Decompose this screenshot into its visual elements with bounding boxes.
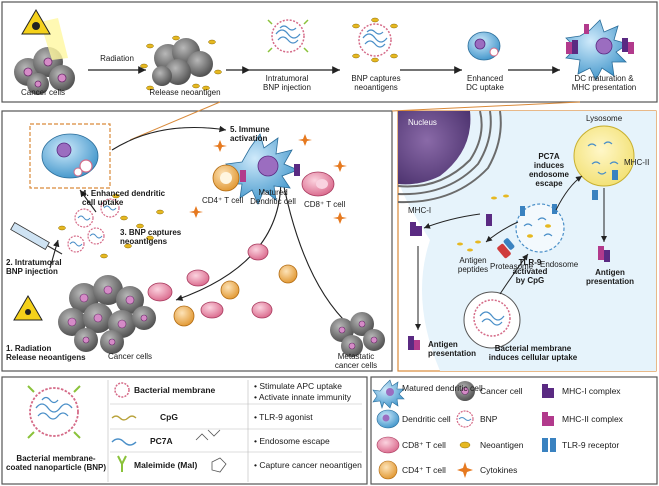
legend-neoantigen-label: Neoantigen xyxy=(480,440,524,450)
legend-note-capture-neoantigen: • Capture cancer neoantigen xyxy=(254,460,362,470)
label-enhanced-uptake: 4. Enhanced dendritic cell uptake xyxy=(82,189,166,207)
pc7a-structure-icon xyxy=(195,429,221,441)
legend-cd4-icon xyxy=(378,460,398,480)
step-label-dc-maturation: DC maturation & MHC presentation xyxy=(571,74,637,92)
label-lysosome: Lysosome xyxy=(586,114,623,123)
legend-cytokines-icon xyxy=(457,462,473,478)
step-label-cancer-cells: Cancer cells xyxy=(20,88,65,97)
label-mhc1: MHC-I xyxy=(408,206,432,215)
tumor-cluster-icon xyxy=(58,275,156,354)
label-antigen-peptides: Antigen peptides xyxy=(457,256,489,274)
legend-row-maleimide: Maleimide (Mal) xyxy=(134,460,198,470)
maleimide-icon xyxy=(117,455,127,472)
legend-neoantigen-icon xyxy=(459,441,471,449)
radiation-arrow-label: Radiation xyxy=(100,54,134,63)
legend-cancer-cell-label: Cancer cell xyxy=(480,386,523,396)
legend-cancer-cell-icon xyxy=(455,381,475,401)
metastatic-cluster-icon xyxy=(330,312,385,357)
maleimide-structure-icon xyxy=(211,457,227,473)
endosome-icon xyxy=(515,203,565,253)
legend-cytokines-label: Cytokines xyxy=(480,465,518,475)
legend-mhc2-label: MHC-II complex xyxy=(562,414,623,424)
label-antigen-presentation-right: Antigen presentation xyxy=(585,268,634,286)
legend-note-tlr9-agonist: • TLR-9 agonist xyxy=(254,412,313,422)
step-label-release-neoantigen: Release neoantigen xyxy=(149,88,221,97)
label-bnp-captures: 3. BNP captures neoantigens xyxy=(120,228,182,246)
legend-row-cpg: CpG xyxy=(160,412,178,422)
bnp-large-icon xyxy=(27,385,81,439)
cpg-icon xyxy=(111,415,137,421)
legend-tlr9-icon xyxy=(542,438,556,452)
cancer-cells-icon xyxy=(14,9,75,95)
legend-cd8-label: CD8⁺ T cell xyxy=(402,440,446,450)
legend-mhc1-label: MHC-I complex xyxy=(562,386,621,396)
step-label-bnp-captures: BNP captures neoantigens xyxy=(351,74,401,92)
release-neoantigen-icon xyxy=(140,35,222,91)
cytokines-icon xyxy=(189,134,347,224)
dendritic-cell-icon xyxy=(41,133,99,179)
uptake-vesicle-icon xyxy=(463,291,521,349)
label-antigen-presentation-left: Antigen presentation xyxy=(428,340,477,358)
dc-maturation-icon xyxy=(565,19,634,81)
bnp-captures-icon xyxy=(352,17,398,63)
legend-tlr9-label: TLR-9 receptor xyxy=(562,440,620,450)
legend-cd4-label: CD4⁺ T cell xyxy=(402,465,446,475)
legend-row-bacterial-membrane: Bacterial membrane xyxy=(134,385,216,395)
label-cancer-cells: Cancer cells xyxy=(108,352,153,361)
label-immune-activation: 5. Immune activation xyxy=(230,125,270,143)
label-cd8-t-cell: CD8⁺ T cell xyxy=(304,200,346,209)
step-label-bnp-injection: Intratumoral BNP injection xyxy=(263,74,311,92)
step-label-dc-uptake: Enhanced DC uptake xyxy=(466,74,504,92)
legend-note-apc-uptake: • Stimulate APC uptake xyxy=(254,381,343,391)
legend-matured-dc-icon xyxy=(372,379,405,410)
label-endosome: Endosome xyxy=(540,260,579,269)
proteasome-icon xyxy=(497,238,515,259)
label-metastatic: Metastatic cancer cells xyxy=(334,352,378,370)
cd4-t-cell-icon xyxy=(212,164,240,192)
label-proteasome: Proteasome xyxy=(490,262,534,271)
legend-mhc1-icon xyxy=(542,384,554,398)
syringe-icon xyxy=(10,221,63,255)
legend-note-innate-immunity: • Activate innate immunity xyxy=(254,392,351,402)
legend-note-endosome-escape: • Endosome escape xyxy=(254,436,330,446)
legend-matured-dc-label: Matured dendritic cell xyxy=(402,383,483,393)
pc7a-icon xyxy=(111,438,137,446)
legend-dendritic-cell-label: Dendritic cell xyxy=(402,414,451,424)
radiation-icon xyxy=(13,295,43,321)
legend-bnp-name: Bacterial membrane- coated nanoparticle … xyxy=(6,454,107,472)
cd8-t-cell-icon xyxy=(301,171,335,197)
label-matured-dc: Matured Dendritic cell xyxy=(250,188,296,206)
neoantigen-cluster-icon xyxy=(58,193,164,259)
nucleus-icon xyxy=(397,110,502,204)
mhc-complexes xyxy=(408,170,618,350)
legend-right-panel xyxy=(370,376,658,485)
label-radiation: 1. Radiation Release neoantigens xyxy=(6,344,86,362)
legend-dendritic-cell-icon xyxy=(376,409,400,429)
legend-mhc2-icon xyxy=(542,412,554,426)
t-cells-scatter xyxy=(147,243,298,327)
bnp-icon xyxy=(267,19,309,53)
label-bacterial-uptake: Bacterial membrane induces cellular upta… xyxy=(488,344,578,362)
label-mhc2: MHC-II xyxy=(624,158,650,167)
legend-bnp-label: BNP xyxy=(480,414,498,424)
bnp-cluster-icon xyxy=(67,198,120,253)
bacterial-membrane-icon xyxy=(114,382,130,398)
label-cd4-t-cell: CD4⁺ T cell xyxy=(202,196,244,205)
legend-row-pc7a: PC7A xyxy=(150,436,173,446)
antigen-peptides-icon xyxy=(457,194,509,252)
top-panel xyxy=(1,1,658,103)
label-injection: 2. Intratumoral BNP injection xyxy=(6,258,62,276)
label-pc7a: PC7A induces endosome escape xyxy=(528,152,569,188)
legend-cd8-icon xyxy=(376,436,400,454)
legend-bnp-icon xyxy=(456,410,474,428)
lysosome-icon xyxy=(573,125,635,187)
label-nucleus: Nucleus xyxy=(408,118,437,127)
dc-uptake-icon xyxy=(467,31,501,61)
label-tlr9: TLR-9 activated by CpG xyxy=(512,258,548,285)
